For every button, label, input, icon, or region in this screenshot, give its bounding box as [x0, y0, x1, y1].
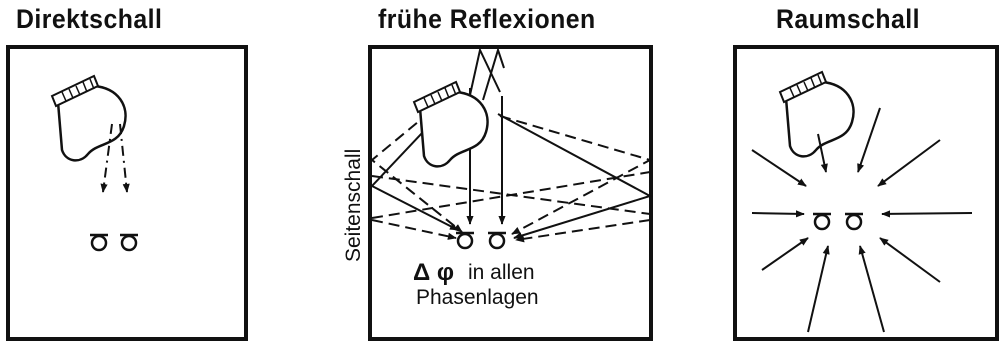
diffuse-ray [858, 245, 885, 333]
side-reflection-left-dashed [370, 111, 463, 233]
room-box-reflections [368, 45, 653, 341]
room-box-direct [6, 45, 248, 341]
diffuse-ray [761, 237, 809, 271]
diffuse-ray [751, 149, 807, 187]
piano-icon [778, 70, 855, 158]
panel-title-early-reflections: frühe Reflexionen [378, 4, 596, 34]
side-reflection-left-solid [370, 113, 459, 231]
ear-left-icon [811, 212, 833, 231]
piano-icon [50, 74, 127, 162]
panel-direct-sound [6, 45, 248, 341]
piano-icon [412, 80, 489, 168]
side-reflection-cross-dashed-2 [371, 175, 651, 215]
ear-right-icon [843, 212, 865, 231]
diffuse-ray [879, 237, 941, 283]
panel-title-room-sound: Raumschall [776, 4, 921, 34]
side-reflection-right-solid [497, 113, 653, 240]
side-sound-label: Seitenschall [342, 149, 365, 262]
side-reflection-right-low [515, 219, 651, 243]
diffuse-ray [817, 133, 828, 173]
diffuse-ray [877, 139, 941, 187]
diffuse-ray [807, 245, 830, 333]
diffuse-ray [857, 107, 881, 173]
diffuse-ray [881, 210, 973, 218]
room-box-room-sound [733, 45, 999, 341]
panel-room-sound [733, 45, 999, 341]
ceiling-reflection-solid [467, 46, 501, 105]
ear-right-icon [486, 231, 508, 250]
delta-phi-symbol: Δ φ [413, 259, 454, 286]
ear-right-icon [118, 233, 140, 252]
ear-left-icon [454, 231, 476, 250]
phase-label-line2: Phasenlagen [416, 286, 539, 309]
phase-label-line1: in allen [468, 261, 535, 284]
diffuse-ray [751, 210, 805, 218]
ceiling-reflection-solid-2 [482, 46, 505, 101]
side-reflection-left-low [371, 219, 457, 240]
panel-title-direct-sound: Direktschall [16, 4, 163, 34]
side-reflection-right-dashed [499, 115, 653, 235]
ear-left-icon [88, 233, 110, 252]
panel-early-reflections: Seitenschall Δ φ in allen Phasenlagen [342, 45, 653, 341]
